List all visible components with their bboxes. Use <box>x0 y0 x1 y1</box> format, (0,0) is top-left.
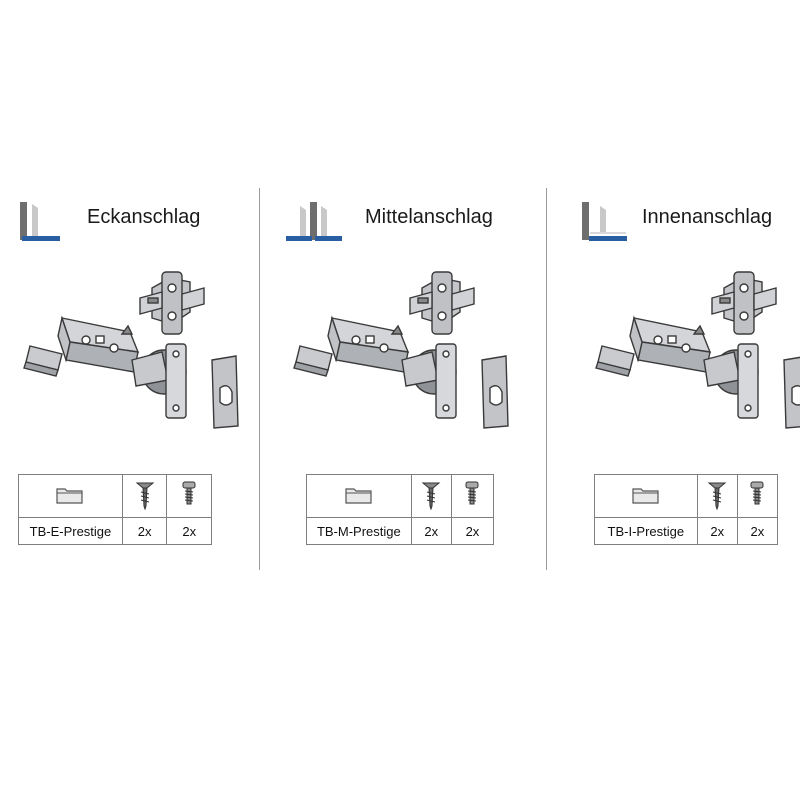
euro-screw-count: 2x <box>450 517 495 545</box>
euro-screw-count: 2x <box>736 517 779 545</box>
panel-divider <box>259 188 260 570</box>
inset-icon <box>582 202 627 241</box>
wood-screw-icon <box>707 480 727 510</box>
wood-screw-count: 2x <box>410 517 452 545</box>
euro-screw-icon <box>462 480 482 510</box>
half-overlay-icon <box>286 202 342 241</box>
spec-table: TB-E-Prestige 2x 2x <box>18 474 212 545</box>
panel-title: Mittelanschlag <box>365 206 493 228</box>
article-number: TB-I-Prestige <box>594 517 698 545</box>
article-number: TB-E-Prestige <box>18 517 123 545</box>
corner-overlay-icon <box>20 202 60 241</box>
panel-eckanschlag: Eckanschlag TB-E-Prestige 2x 2x <box>0 188 260 570</box>
panel-mittelanschlag: Mittelanschlag TB-M-Prestige 2x 2x <box>282 188 542 570</box>
euro-screw-icon <box>179 480 199 510</box>
wood-screw-icon <box>421 480 441 510</box>
euro-screw-icon <box>747 480 767 510</box>
folder-icon <box>631 485 661 505</box>
panel-title: Eckanschlag <box>87 206 201 228</box>
folder-icon <box>55 485 85 505</box>
wood-screw-count: 2x <box>121 517 168 545</box>
wood-screw-icon <box>135 480 155 510</box>
spec-table: TB-M-Prestige 2x 2x <box>306 474 495 545</box>
hinge-illustration <box>22 268 252 438</box>
folder-icon <box>344 485 374 505</box>
hinge-illustration <box>292 268 522 438</box>
panel-innenanschlag: Innenanschlag TB-I-Prestige 2x 2x <box>570 188 800 570</box>
euro-screw-count: 2x <box>166 517 212 545</box>
wood-screw-count: 2x <box>696 517 738 545</box>
hinge-illustration <box>594 268 800 438</box>
panel-divider <box>546 188 547 570</box>
spec-table: TB-I-Prestige 2x 2x <box>594 474 779 545</box>
panel-title: Innenanschlag <box>642 206 773 228</box>
article-number: TB-M-Prestige <box>306 517 412 545</box>
